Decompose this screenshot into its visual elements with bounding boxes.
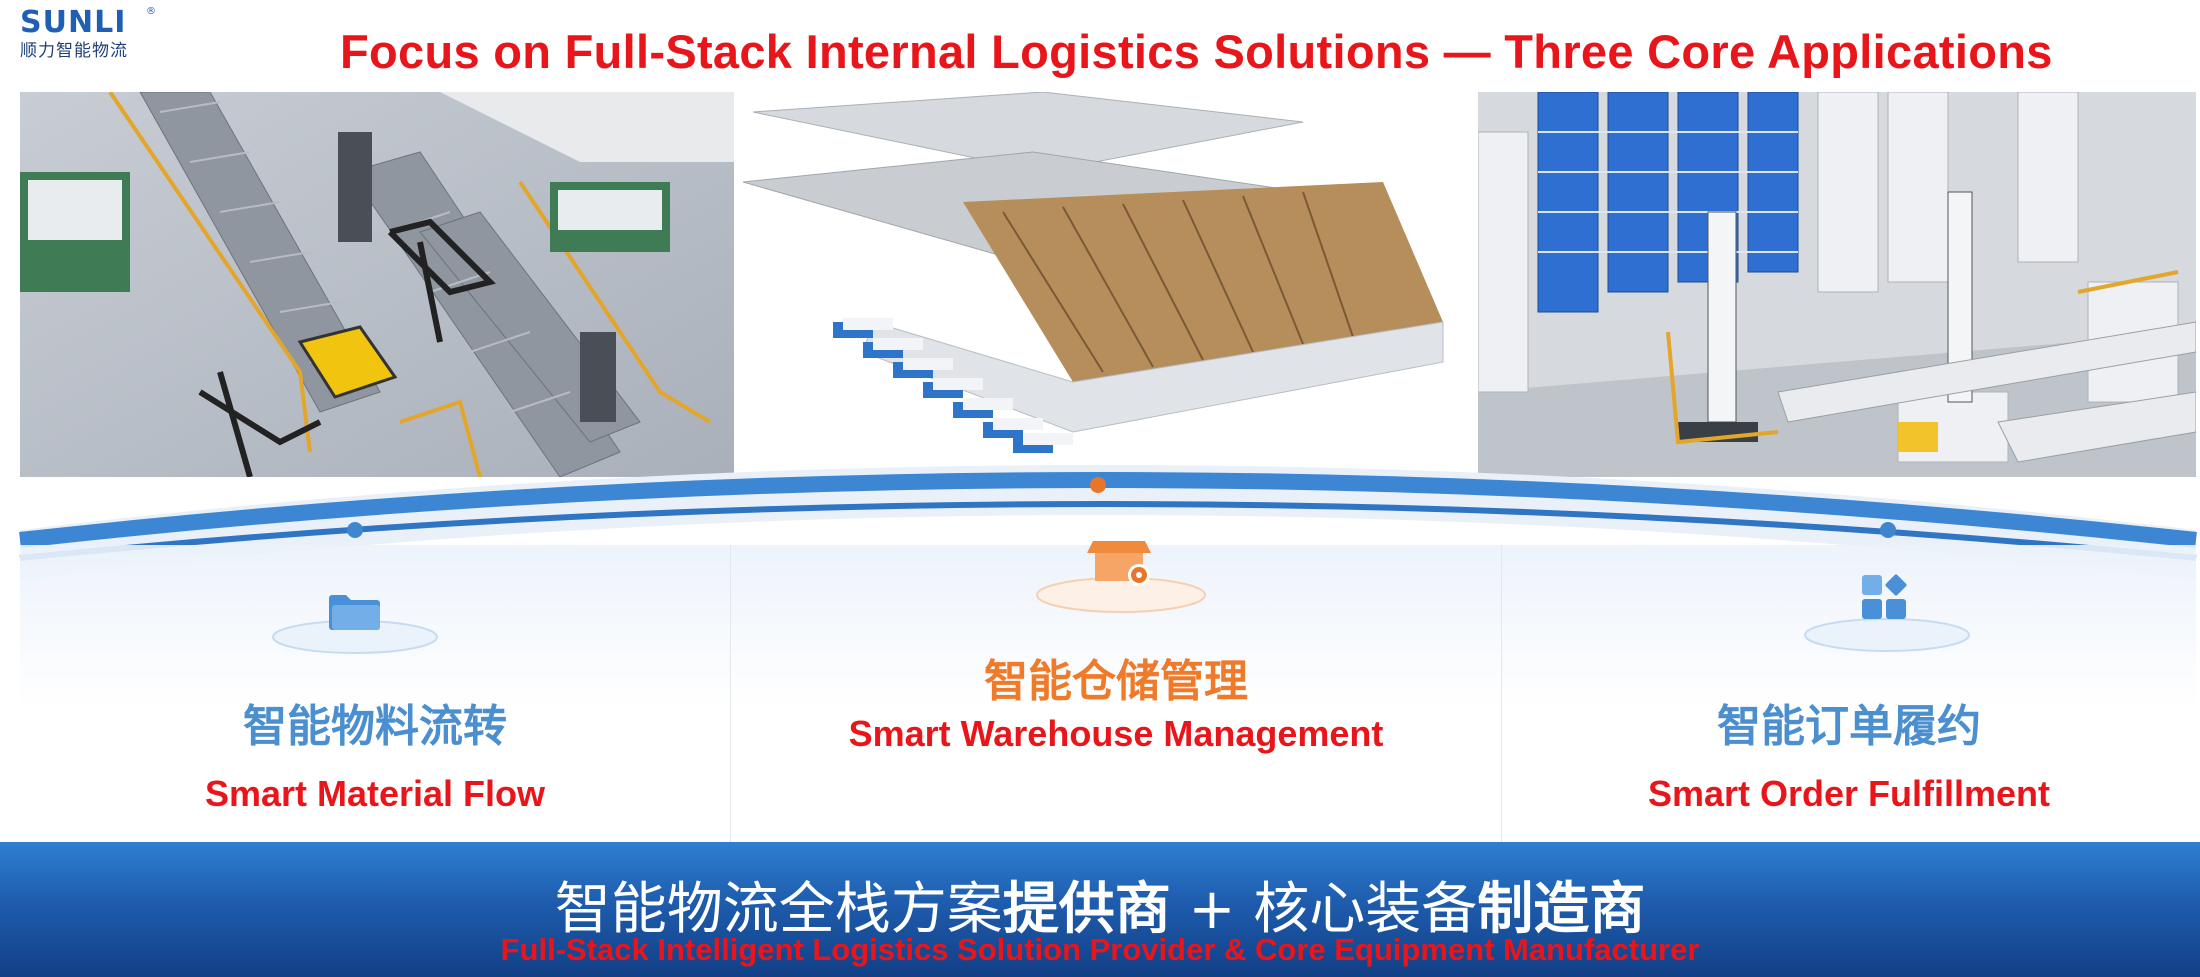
en-heading: Smart Order Fulfillment (1647, 773, 2051, 814)
card-material-flow: 智能物料流转 Smart Material Flow (20, 522, 730, 845)
logo: SUNLI 顺力智能物流 ® (20, 5, 156, 76)
footer-zh: 智能物流全栈方案提供商 + 核心装备制造商 (0, 864, 2200, 945)
footer-zh-part2: 核心装备 (1253, 877, 1478, 942)
footer-zh-provider: 提供商 (1002, 877, 1171, 942)
zh-heading: 智能仓储管理 (984, 656, 1248, 707)
footer-zh-plus: + (1170, 877, 1254, 942)
logo-brand: SUNLI (20, 5, 127, 40)
footer-banner: 智能物流全栈方案提供商 + 核心装备制造商 Full-Stack Intelli… (0, 842, 2200, 977)
warehouse-gear-icon (1036, 541, 1206, 613)
marker-dot (1090, 477, 1106, 493)
card-order-fulfillment: 智能订单履约 Smart Order Fulfillment (1502, 522, 2196, 845)
column-divider (1501, 545, 1502, 845)
image-material-flow (20, 92, 734, 477)
logo-tagline: 顺力智能物流 (20, 41, 128, 61)
card-warehouse-management: 智能仓储管理 Smart Warehouse Management (731, 477, 1501, 845)
applications-row: 智能物料流转 Smart Material Flow 智能仓储管理 Smart … (20, 477, 2196, 845)
marker-dot (1880, 522, 1896, 538)
registered-mark: ® (146, 6, 156, 17)
en-heading: Smart Warehouse Management (848, 713, 1384, 754)
en-heading: Smart Material Flow (204, 773, 546, 814)
apps-grid-icon (1804, 574, 1970, 652)
zh-heading: 智能物料流转 (243, 701, 507, 752)
folder-icon (272, 595, 438, 654)
page-title: Focus on Full-Stack Internal Logistics S… (340, 25, 2053, 78)
footer-en: Full-Stack Intelligent Logistics Solutio… (500, 932, 1700, 967)
image-warehouse (743, 92, 1468, 472)
image-order-fulfillment (1478, 92, 2196, 477)
footer-zh-part1: 智能物流全栈方案 (554, 877, 1003, 942)
zh-heading: 智能订单履约 (1717, 701, 1981, 752)
column-divider (730, 545, 731, 845)
footer-zh-manufacturer: 制造商 (1477, 877, 1646, 942)
marker-dot (347, 522, 363, 538)
